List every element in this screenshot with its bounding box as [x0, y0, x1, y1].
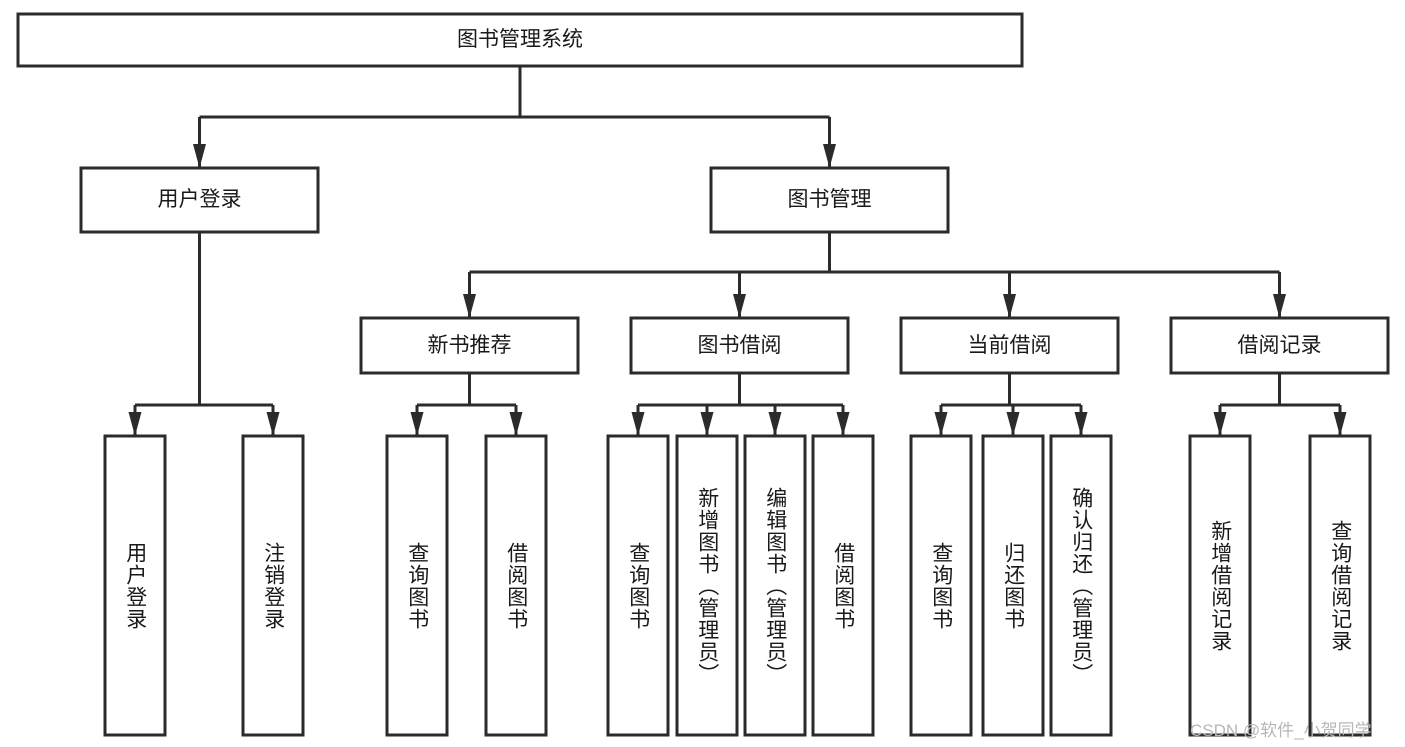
node-box-leaf_11[interactable]	[1188, 434, 1252, 737]
node-box-leaf_5[interactable]	[675, 434, 739, 737]
node-box-leaf_12[interactable]	[1308, 434, 1372, 737]
arrow-head-icon	[700, 412, 714, 436]
edge-layer	[128, 66, 1347, 436]
node-box-leaf_9[interactable]	[981, 434, 1045, 737]
node-box-root[interactable]	[16, 12, 1024, 68]
node-box-l3_2[interactable]	[899, 316, 1120, 375]
node-box-leaf_7[interactable]	[811, 434, 875, 737]
arrow-head-icon	[266, 412, 280, 436]
arrow-head-icon	[463, 294, 476, 318]
arrow-head-icon	[410, 412, 424, 436]
node-box-l2_1[interactable]	[709, 166, 950, 234]
arrow-head-icon	[1273, 294, 1286, 318]
arrow-head-icon	[768, 412, 782, 436]
arrow-head-icon	[128, 412, 142, 436]
node-box-leaf_10[interactable]	[1049, 434, 1113, 737]
node-box-leaf_3[interactable]	[484, 434, 548, 737]
arrow-head-icon	[1006, 412, 1020, 436]
box-layer	[16, 12, 1390, 737]
arrow-head-icon	[631, 412, 645, 436]
arrow-head-icon	[733, 294, 746, 318]
arrow-head-icon	[509, 412, 523, 436]
node-box-l2_0[interactable]	[79, 166, 320, 234]
node-box-leaf_1[interactable]	[241, 434, 305, 737]
arrow-head-icon	[1074, 412, 1088, 436]
node-box-l3_0[interactable]	[359, 316, 580, 375]
node-box-leaf_2[interactable]	[385, 434, 449, 737]
node-box-l3_1[interactable]	[629, 316, 850, 375]
arrow-head-icon	[1003, 294, 1016, 318]
arrow-head-icon	[836, 412, 850, 436]
arrow-head-icon	[1213, 412, 1227, 436]
node-box-l3_3[interactable]	[1169, 316, 1390, 375]
arrow-head-icon	[1333, 412, 1347, 436]
arrow-head-icon	[193, 144, 206, 168]
arrow-head-icon	[823, 144, 836, 168]
watermark-text: CSDN @软件_小贺同学	[1190, 721, 1372, 740]
arrow-head-icon	[934, 412, 948, 436]
node-box-leaf_0[interactable]	[103, 434, 167, 737]
node-box-leaf_8[interactable]	[909, 434, 973, 737]
node-box-leaf_4[interactable]	[606, 434, 670, 737]
node-box-leaf_6[interactable]	[743, 434, 807, 737]
